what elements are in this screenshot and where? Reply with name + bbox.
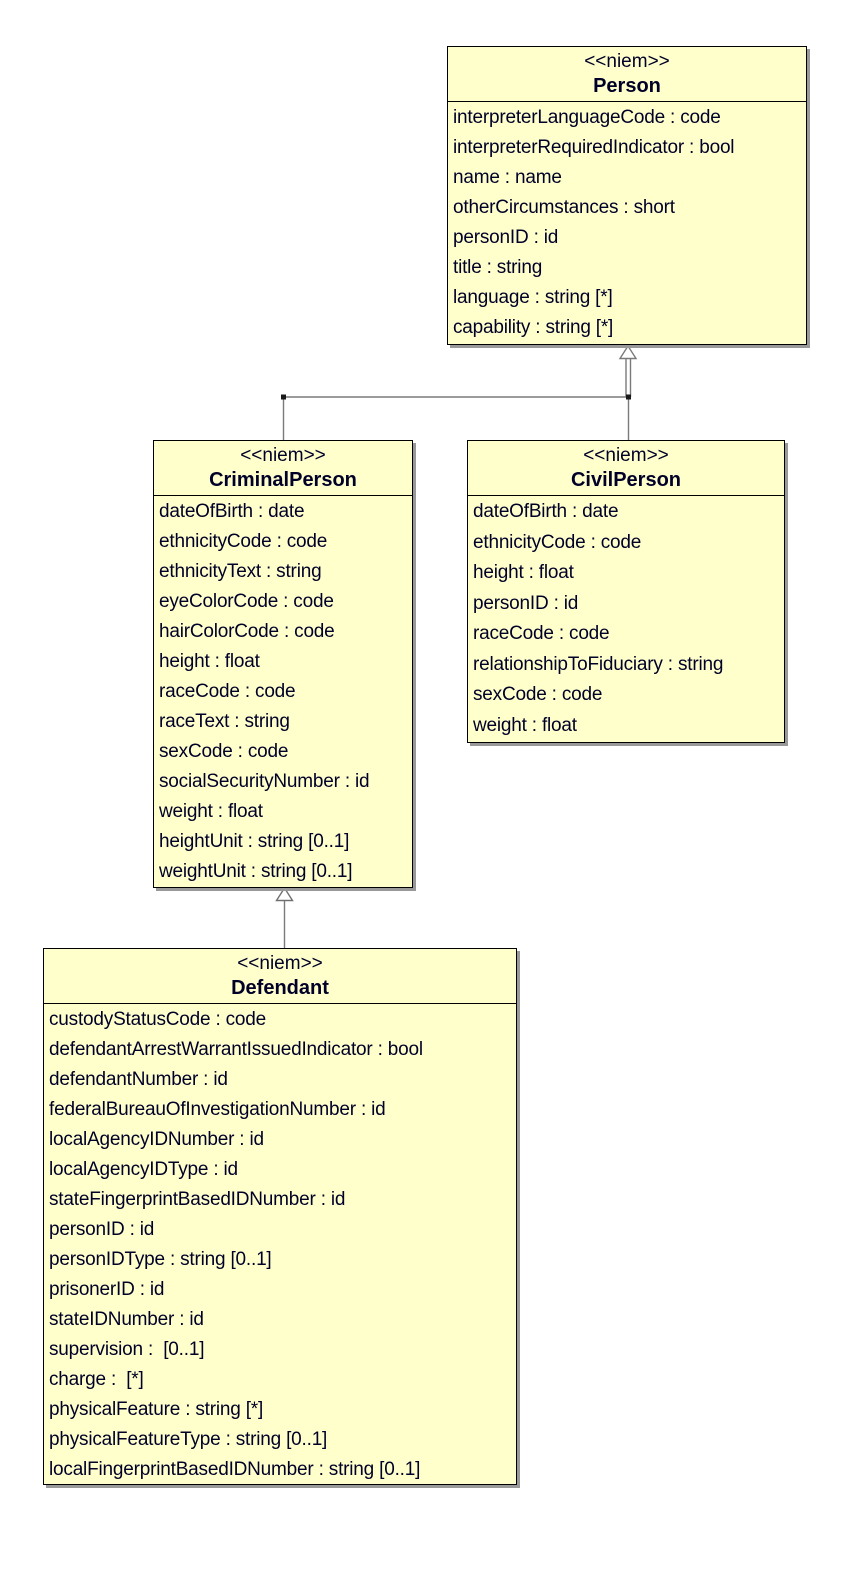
attribute-row: physicalFeatureType : string [0..1] — [49, 1429, 328, 1450]
attribute-row: height : float — [473, 562, 574, 583]
class-box-person[interactable]: <<niem>> Person interpreterLanguageCode … — [447, 46, 807, 345]
attribute-row: weight : float — [473, 714, 577, 736]
class-name: CriminalPerson — [209, 469, 357, 491]
generalization-arrow-to-person — [281, 344, 638, 441]
stereotype-label: <<niem>> — [240, 445, 326, 466]
attribute-row: heightUnit : string [0..1] — [159, 831, 350, 852]
junction-point — [626, 394, 631, 400]
attributes-compartment: dateOfBirth : date ethnicityCode : code he… — [468, 496, 784, 741]
stereotype-label: <<niem>> — [237, 953, 323, 974]
attribute-row: dateOfBirth : date — [473, 501, 619, 522]
attribute-row: federalBureauOfInvestigationNumber : id — [49, 1099, 386, 1120]
attribute-row: raceCode : code — [159, 681, 296, 702]
attribute-row: capability : string [*] — [453, 317, 614, 338]
generalization-arrow-to-criminalperson — [268, 886, 294, 954]
class-header: <<niem>> CriminalPerson — [154, 441, 412, 496]
attribute-row: supervision : [0..1] — [49, 1339, 205, 1360]
attribute-row: sexCode : code — [159, 741, 289, 762]
attribute-row: stateFingerprintBasedIDNumber : id — [49, 1189, 346, 1210]
attributes-compartment: dateOfBirth : date ethnicityCode : code et… — [154, 496, 412, 887]
attribute-row: localAgencyIDNumber : id — [49, 1129, 264, 1150]
attribute-row: defendantArrestWarrantIssuedIndicator : … — [49, 1039, 423, 1060]
stereotype-label: <<niem>> — [584, 51, 670, 72]
attribute-row: interpreterLanguageCode : code — [453, 107, 721, 128]
attribute-row: relationshipToFiduciary : string — [473, 653, 724, 675]
attribute-row: personIDType : string [0..1] — [49, 1249, 272, 1270]
attributes-compartment: interpreterLanguageCode : code interprete… — [448, 102, 806, 343]
attribute-row: personID : id — [473, 592, 579, 614]
junction-point — [281, 394, 286, 400]
attribute-row: hairColorCode : code — [159, 621, 335, 642]
class-box-civilperson[interactable]: <<niem>> CivilPerson dateOfBirth : date e… — [467, 440, 785, 743]
attribute-row: height : float — [159, 651, 260, 672]
attribute-row: prisonerID : id — [49, 1279, 165, 1300]
attribute-row: raceCode : code — [473, 623, 610, 644]
hollow-triangle-arrowhead-icon — [275, 886, 294, 902]
class-header: <<niem>> Defendant — [44, 949, 516, 1004]
class-box-defendant[interactable]: <<niem>> Defendant custodyStatusCode : c… — [43, 948, 517, 1485]
attribute-row: weightUnit : string [0..1] — [159, 861, 353, 882]
attribute-row: name : name — [453, 167, 562, 188]
attribute-row: weight : float — [159, 801, 263, 822]
attributes-compartment: custodyStatusCode : code defendantArrestW… — [44, 1004, 516, 1484]
attribute-row: ethnicityText : string — [159, 561, 322, 582]
attribute-row: custodyStatusCode : code — [49, 1009, 267, 1030]
class-header: <<niem>> CivilPerson — [468, 441, 784, 496]
attribute-row: sexCode : code — [473, 684, 603, 705]
stereotype-label: <<niem>> — [583, 445, 669, 466]
class-name: CivilPerson — [570, 469, 682, 491]
attribute-row: ethnicityCode : code — [159, 531, 328, 552]
class-name: Defendant — [231, 977, 329, 999]
attribute-row: socialSecurityNumber : id — [159, 771, 370, 792]
attribute-row: interpreterRequiredIndicator : bool — [453, 137, 735, 158]
attribute-row: stateIDNumber : id — [49, 1309, 204, 1330]
attribute-row: defendantNumber : id — [49, 1069, 228, 1090]
attribute-row: localFingerprintBasedIDNumber : string [… — [49, 1459, 421, 1480]
attribute-row: localAgencyIDType : id — [49, 1159, 238, 1180]
attribute-row: personID : id — [453, 227, 559, 248]
hollow-triangle-arrowhead-icon — [618, 344, 638, 360]
attribute-row: raceText : string — [159, 711, 290, 732]
attribute-row: charge : [*] — [49, 1369, 144, 1390]
class-header: <<niem>> Person — [448, 47, 806, 102]
attribute-row: ethnicityCode : code — [473, 531, 642, 553]
attribute-row: physicalFeature : string [*] — [49, 1399, 264, 1420]
attribute-row: eyeColorCode : code — [159, 591, 334, 612]
class-name: Person — [593, 75, 661, 97]
class-box-criminalperson[interactable]: <<niem>> CriminalPerson dateOfBirth : da… — [153, 440, 413, 888]
attribute-row: personID : id — [49, 1219, 155, 1240]
attribute-row: otherCircumstances : short — [453, 197, 675, 218]
attribute-row: title : string — [453, 257, 543, 278]
attribute-row: language : string [*] — [453, 287, 613, 308]
attribute-row: dateOfBirth : date — [159, 501, 305, 522]
